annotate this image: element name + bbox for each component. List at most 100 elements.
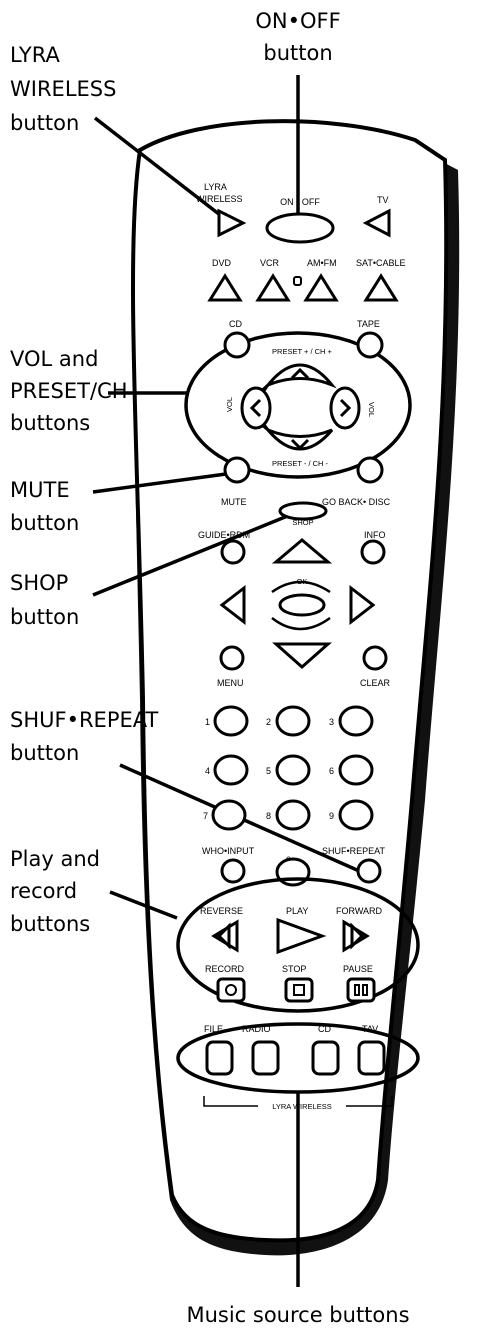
svg-text:GUIDE•RDM: GUIDE•RDM <box>198 530 250 540</box>
ok-label: OK <box>297 577 308 586</box>
clear-button[interactable] <box>362 645 388 671</box>
cd-source-button[interactable] <box>311 1040 340 1076</box>
stop-button[interactable] <box>284 977 314 1003</box>
digit-4-button[interactable] <box>213 754 249 786</box>
digit-1-button[interactable] <box>213 705 249 737</box>
lyra-bar-right <box>346 1096 393 1107</box>
digit-3-button[interactable] <box>338 705 374 737</box>
pause-button[interactable] <box>346 977 376 1003</box>
svg-text:record: record <box>10 879 77 903</box>
leader-shop <box>92 513 291 597</box>
svg-text:8: 8 <box>266 811 271 821</box>
digit-5-label: 5 <box>266 766 271 776</box>
shop-button[interactable] <box>278 501 328 521</box>
callout-on-off-1: ON•OFF <box>255 9 340 33</box>
svg-text:1: 1 <box>205 717 210 727</box>
top-row: LYRA WIRELESS ON • OFF TV <box>196 182 391 244</box>
digit-1-label: 1 <box>205 717 210 727</box>
tv-button[interactable] <box>362 208 391 238</box>
info-button[interactable] <box>360 539 386 565</box>
nav-up-button[interactable] <box>271 538 333 564</box>
mute-button[interactable] <box>223 456 251 484</box>
device-row: DVD VCR AM•FM SAT•CABLE <box>207 258 406 302</box>
callout-on-off-2: button <box>263 41 332 65</box>
radio-button[interactable] <box>251 1040 280 1076</box>
digit-2-label: 2 <box>266 717 271 727</box>
ok-arc-top <box>271 580 331 594</box>
guide-button[interactable] <box>220 539 246 565</box>
svg-text:3: 3 <box>329 717 334 727</box>
digit-2-button[interactable] <box>275 705 311 737</box>
callout-vol-3: buttons <box>10 411 90 435</box>
reverse-button[interactable] <box>211 919 239 953</box>
chevron-left-icon <box>249 398 262 418</box>
svg-text:WHO•INPUT: WHO•INPUT <box>202 846 255 856</box>
who-input-button[interactable] <box>220 858 246 884</box>
svg-text:TV: TV <box>377 195 389 205</box>
tape-label: TAPE <box>357 319 380 329</box>
play-button[interactable] <box>276 917 327 955</box>
svg-text:CD: CD <box>318 1024 331 1034</box>
leader-lyra-wireless <box>93 116 226 220</box>
digit-6-button[interactable] <box>338 754 374 786</box>
digit-5-button[interactable] <box>275 754 311 786</box>
svg-text:6: 6 <box>329 766 334 776</box>
svg-text:2: 2 <box>266 717 271 727</box>
svg-text:LYRA: LYRA <box>204 182 227 192</box>
menu-button[interactable] <box>219 645 245 671</box>
tape-button[interactable] <box>356 331 384 359</box>
svg-text:button: button <box>10 605 79 629</box>
shuf-repeat-button[interactable] <box>356 858 382 884</box>
music-source-cluster: FILE RADIO CD TAV LYRA WIRELESS <box>176 1022 420 1111</box>
digit-9-button[interactable] <box>338 799 374 831</box>
vol-left-shape[interactable] <box>240 386 272 430</box>
on-off-button[interactable] <box>265 212 335 244</box>
shop-label: SHOP <box>292 518 313 527</box>
svg-text:Play and: Play and <box>10 847 100 871</box>
chevron-right-icon <box>339 398 352 418</box>
callout-shop-2: button <box>10 605 79 629</box>
callout-play-1: Play and <box>10 847 100 871</box>
ok-button[interactable] <box>278 593 326 617</box>
nav-right-button[interactable] <box>349 584 376 626</box>
cd-button[interactable] <box>223 331 251 359</box>
nav-down-button[interactable] <box>272 642 332 670</box>
forward-button[interactable] <box>342 919 370 953</box>
number-pad: 1 2 3 4 5 6 7 8 9 WHO•INPUT 0 SHUF•REPEA… <box>202 705 385 887</box>
record-button[interactable] <box>216 977 246 1003</box>
preset-up-label: PRESET + / CH + <box>272 347 333 356</box>
callout-shop-1: SHOP <box>10 571 68 595</box>
am-fm-button[interactable] <box>303 273 339 302</box>
go-back-label: GO BACK• DISC <box>322 497 391 507</box>
svg-text:LYRA WIRELESS: LYRA WIRELESS <box>272 1102 331 1111</box>
digit-8-button[interactable] <box>275 799 311 831</box>
nav-left-button[interactable] <box>219 584 246 626</box>
callout-mute-2: button <box>10 511 79 535</box>
dvd-label: DVD <box>212 258 232 268</box>
svg-text:FORWARD: FORWARD <box>336 906 382 916</box>
callout-play-3: buttons <box>10 912 90 936</box>
digit-4-label: 4 <box>205 766 210 776</box>
vcr-button[interactable] <box>255 273 291 302</box>
sat-cable-button[interactable] <box>363 273 399 302</box>
preset-down-button[interactable] <box>266 428 334 451</box>
go-back-button[interactable] <box>356 456 384 484</box>
callout-lyra-3: button <box>10 111 79 135</box>
tav-button[interactable] <box>357 1040 386 1076</box>
leader-shuf-repeat <box>119 763 376 880</box>
reverse-label: REVERSE <box>200 906 243 916</box>
file-button[interactable] <box>205 1040 234 1076</box>
svg-text:PRESET + / CH +: PRESET + / CH + <box>272 347 333 356</box>
svg-text:RECORD: RECORD <box>205 964 245 974</box>
svg-text:PLAY: PLAY <box>286 906 308 916</box>
indicator-led <box>293 276 302 286</box>
shuf-repeat-label: SHUF•REPEAT <box>322 846 385 856</box>
lyra-wireless-button[interactable] <box>217 208 247 238</box>
digit-7-button[interactable] <box>211 799 247 831</box>
dvd-button[interactable] <box>207 273 243 302</box>
remote-shell <box>131 119 449 1243</box>
file-label: FILE <box>204 1024 223 1034</box>
vol-right-button[interactable] <box>329 386 361 430</box>
preset-up-button[interactable] <box>263 363 337 389</box>
digit-6-label: 6 <box>329 766 334 776</box>
